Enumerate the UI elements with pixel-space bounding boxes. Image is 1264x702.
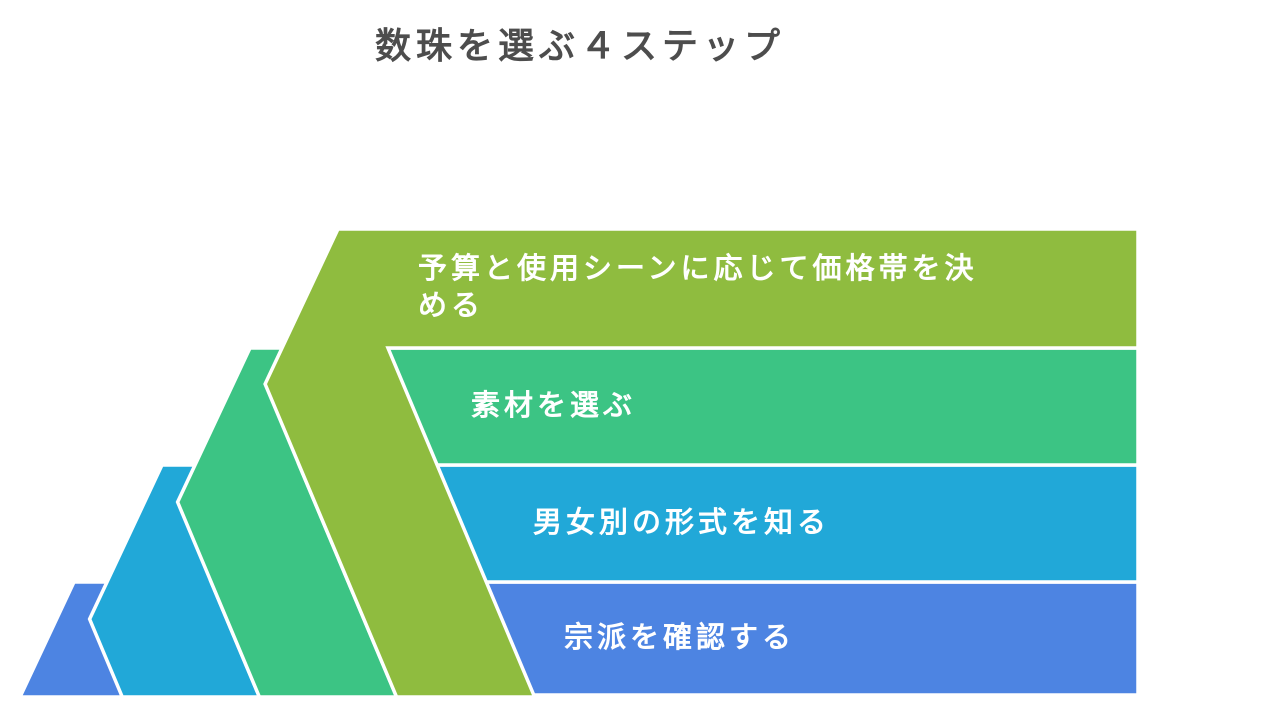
- step-4-label: 宗派を確認する: [564, 621, 796, 654]
- step-1-shape: [263, 227, 1140, 699]
- step-1-label: 予算と使用シーンに応じて価格帯を決める: [418, 252, 978, 323]
- step-2-label: 素材を選ぶ: [471, 389, 637, 422]
- step-3-label: 男女別の形式を知る: [533, 506, 831, 539]
- page-title: 数珠を選ぶ４ステップ: [374, 25, 785, 66]
